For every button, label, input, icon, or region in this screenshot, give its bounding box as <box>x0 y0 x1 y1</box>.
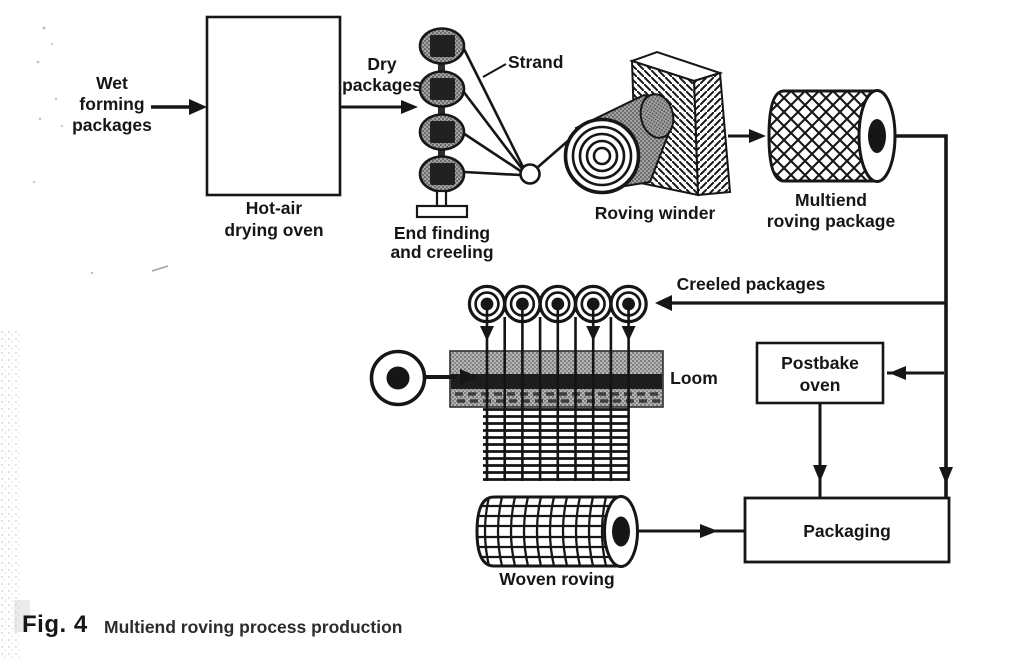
creeled-packages-label: Creeled packages <box>677 274 826 294</box>
figure-number: Fig. 4 <box>22 611 88 638</box>
supply-package-3 <box>538 284 578 324</box>
dry-packages-label: Dry packages <box>342 54 422 95</box>
postbake-line2: oven <box>800 375 841 395</box>
multiend-package-core <box>868 119 886 153</box>
roll-grid <box>477 497 622 566</box>
packaging: Packaging <box>743 496 951 564</box>
packaging-label: Packaging <box>803 521 891 541</box>
figure-caption-text: Multiend roving process production <box>104 617 402 637</box>
gathering-eye-circle <box>519 163 541 185</box>
dry-line1: Dry <box>367 54 396 74</box>
creel-stack <box>415 27 469 219</box>
winder-mandrel-tip <box>639 93 675 139</box>
wet-line1: Wet <box>96 73 128 93</box>
end-finding-line2: and creeling <box>390 242 493 262</box>
dry-line2: packages <box>342 75 422 95</box>
arrow-line-to-packaging-head <box>939 467 953 484</box>
oven-line1: Hot-air <box>246 198 303 218</box>
wet-forming-packages-label: Wet forming packages <box>72 73 152 135</box>
warp-arrowheads <box>480 326 636 341</box>
wet-line3: packages <box>72 115 152 135</box>
weft-feed <box>369 349 478 407</box>
arrow-winder-to-package <box>728 129 766 143</box>
woven-roving-roll: Woven roving <box>475 495 639 589</box>
arrow-line-to-postbake <box>887 366 944 380</box>
supply-package-5 <box>609 284 648 324</box>
arrow-postbake-to-packaging <box>813 403 827 497</box>
winder-plate-side <box>692 71 732 197</box>
weft-feed-core <box>386 366 410 390</box>
arrow-oven-to-creel <box>341 100 418 114</box>
winder-drum-rings <box>563 117 641 195</box>
roll-core <box>612 516 630 547</box>
postbake-oven: Postbake oven <box>755 341 885 405</box>
arrow-wet-to-oven <box>151 99 207 115</box>
end-finding-line1: End finding <box>394 223 490 243</box>
strand-lines <box>461 48 526 177</box>
creel-package-2 <box>418 70 466 108</box>
multiend-package-body <box>767 89 879 183</box>
routing-line-right <box>895 134 948 497</box>
scan-noise <box>0 26 169 660</box>
creel-package-4 <box>418 155 466 193</box>
oven-line2: drying oven <box>224 220 323 240</box>
roving-winder-label: Roving winder <box>595 203 716 223</box>
woven-cloth-grid <box>483 408 629 481</box>
arrow-roll-to-packaging <box>639 524 744 538</box>
end-finding-label: End finding and creeling <box>390 223 493 262</box>
multiend-line1: Multiend <box>795 190 867 210</box>
hot-air-oven-label: Hot-air drying oven <box>224 198 323 240</box>
hot-air-oven-box <box>205 15 342 197</box>
loom-label: Loom <box>670 368 718 388</box>
packaging-box <box>743 496 951 564</box>
multiend-roving-package: Multiend roving package <box>767 89 897 231</box>
postbake-line1: Postbake <box>781 353 859 373</box>
creel-package-3 <box>418 113 466 151</box>
strand-label: Strand <box>508 52 563 72</box>
woven-roving-label: Woven roving <box>499 569 614 589</box>
strand-pointer-line <box>482 63 507 78</box>
roving-winder: Roving winder <box>563 50 732 223</box>
multiend-line2: roving package <box>767 211 896 231</box>
creel-stand-base <box>415 204 469 219</box>
wet-line2: forming <box>79 94 144 114</box>
creel-package-1 <box>418 27 466 65</box>
arrow-creeled-packages <box>655 295 946 311</box>
figure-caption: Fig. 4 Multiend roving process productio… <box>22 611 402 638</box>
